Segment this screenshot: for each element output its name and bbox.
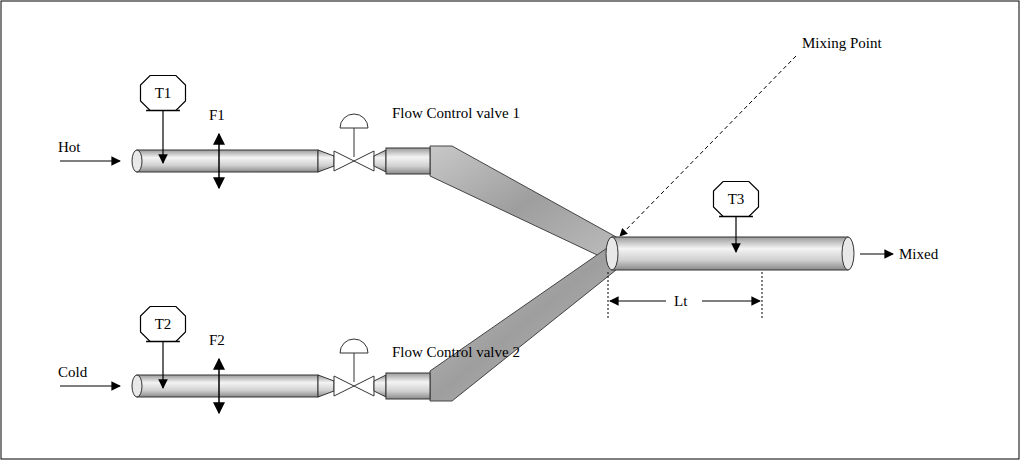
sensor-base [146, 110, 180, 112]
sensor-bubble: T1 [140, 75, 186, 111]
sensor-tag: T3 [728, 190, 745, 208]
sensor-base [146, 341, 180, 343]
stream-label: Cold [56, 363, 89, 381]
sensor-outline-shape [141, 307, 186, 342]
diagonal-pipe [430, 146, 618, 262]
sensor-leader [735, 217, 736, 252]
flow-meter-symbol [218, 359, 220, 413]
sensor-base [719, 216, 753, 218]
dimension-arrow [610, 300, 666, 301]
mixed-pipe [606, 237, 854, 270]
hot-pipe [132, 114, 430, 174]
sensor-leader [162, 111, 163, 163]
sensor-outline-shape [141, 76, 186, 111]
flow-arrow [60, 385, 120, 386]
flow-arrow [60, 160, 120, 161]
dimension-line [608, 272, 609, 318]
callout-leader [620, 56, 796, 236]
dimension-arrow [702, 300, 760, 301]
sensor-leader [162, 342, 163, 388]
flow-label: F2 [207, 331, 227, 349]
stream-label: Mixed [897, 245, 940, 263]
flow-meter-symbol [218, 134, 220, 188]
callout-label: Mixing Point [800, 34, 884, 52]
sensor-bubble: T2 [140, 306, 186, 342]
sensor-bubble: T3 [713, 181, 759, 217]
flow-label: F1 [207, 106, 227, 124]
sensor-outline-shape [714, 182, 759, 217]
sensor-tag: T1 [155, 84, 172, 102]
sensor-tag: T2 [155, 315, 172, 333]
stream-label: Hot [56, 138, 83, 156]
valve-label: Flow Control valve 1 [390, 104, 522, 122]
cold-pipe [132, 339, 430, 399]
diagonal-pipe [430, 246, 616, 401]
flow-arrow [860, 253, 893, 254]
valve-label: Flow Control valve 2 [390, 343, 522, 361]
dimension-line [762, 272, 763, 318]
dimension-label: Lt [672, 292, 689, 310]
